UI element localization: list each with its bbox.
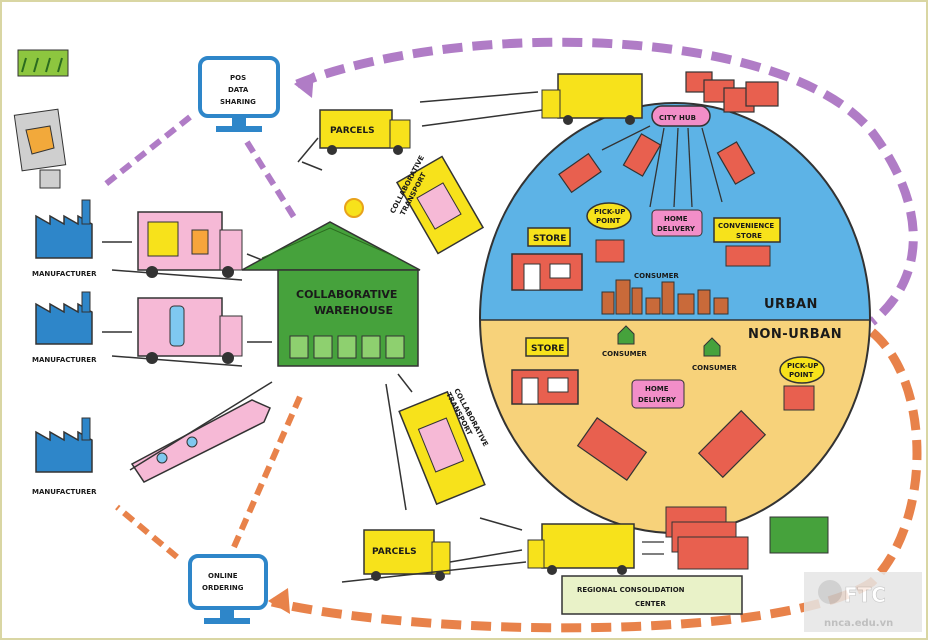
urban-label: URBAN [764,297,818,312]
urban-nonurban-globe [479,102,871,534]
urban-red-trucks [558,71,779,194]
svg-text:MANUFACTURER: MANUFACTURER [32,270,97,278]
pos-to-manufacturer-arrow [100,114,192,190]
svg-text:ONLINE: ONLINE [208,572,238,580]
inbound-truck-1 [137,211,243,278]
train-icon [130,399,271,483]
svg-text:COLLABORATIVE: COLLABORATIVE [296,288,397,301]
svg-text:REGIONAL CONSOLIDATION: REGIONAL CONSOLIDATION [577,586,685,594]
svg-text:HOME: HOME [664,215,688,223]
svg-text:STORE: STORE [531,344,564,354]
svg-text:WAREHOUSE: WAREHOUSE [314,304,393,317]
svg-text:ORDERING: ORDERING [202,584,244,592]
rural-store: STORE [511,337,579,405]
orange-arrowhead [268,588,290,614]
city-buildings [601,279,729,315]
svg-text:PARCELS: PARCELS [372,547,417,557]
parcels-truck-bottom: PARCELS [363,529,451,581]
raw-material-truck [13,108,67,189]
ftc-logo: FTC [844,583,886,607]
urban-pickup-point: PICK-UP POINT [586,202,632,263]
svg-text:MANUFACTURER: MANUFACTURER [32,356,97,364]
regional-trucks [527,506,829,575]
rural-home-delivery: HOME DELIVERY [631,379,685,409]
svg-text:PARCELS: PARCELS [330,126,375,136]
svg-text:POINT: POINT [789,371,814,379]
farm-field-icon [17,49,69,77]
online-ordering-monitor: ONLINE ORDERING [188,554,268,624]
collaborative-warehouse: COLLABORATIVE WAREHOUSE [241,221,421,367]
collab-transport-truck-top [395,155,485,255]
svg-text:SHARING: SHARING [220,98,256,106]
svg-text:POINT: POINT [596,217,621,225]
svg-text:STORE: STORE [533,234,566,244]
online-to-warehouse-arrow [231,390,305,549]
ftc-watermark: FTC nnca.edu.vn [804,572,922,632]
urban-home-delivery: HOME DELIVERY [651,209,703,237]
svg-text:PICK-UP: PICK-UP [594,208,625,216]
purple-dashed-loop [295,37,918,326]
svg-text:STORE: STORE [736,232,762,240]
svg-text:CONSUMER: CONSUMER [602,350,647,358]
non-urban-label: NON-URBAN [748,327,842,342]
svg-text:DATA: DATA [228,86,249,94]
svg-text:POS: POS [230,74,246,82]
sun-icon [344,198,364,218]
pos-data-sharing-monitor: POS DATA SHARING [198,56,280,132]
factory-2-icon: MANUFACTURER [32,291,97,364]
parcels-truck-top: PARCELS [319,109,411,155]
svg-text:CITY HUB: CITY HUB [659,114,696,122]
svg-text:DELIVERY: DELIVERY [657,225,696,233]
urban-store: STORE [511,227,583,291]
rural-consumer-1: CONSUMER [602,325,647,358]
flow-arrows [297,91,543,583]
factory-1-icon: MANUFACTURER [32,199,97,278]
svg-text:MANUFACTURER: MANUFACTURER [32,488,97,496]
purple-arrowhead [294,72,314,98]
city-hub-truck [541,73,643,125]
urban-consumer-label: CONSUMER [634,272,679,280]
watermark-url: nnca.edu.vn [824,618,893,629]
pos-to-warehouse-arrow [244,140,300,224]
rural-pickup-point: PICK-UP POINT [779,356,825,411]
svg-text:CONVENIENCE: CONVENIENCE [718,222,774,230]
rural-consumer-2: CONSUMER [692,337,737,372]
city-hub-badge: CITY HUB [651,105,711,127]
svg-text:CONSUMER: CONSUMER [692,364,737,372]
hub-distribution-arrows [601,125,723,208]
factory-3-icon: MANUFACTURER [32,417,97,496]
regional-consolidation-center-sign: REGIONAL CONSOLIDATION CENTER [561,575,743,615]
online-to-manufacturer-arrow [115,504,179,560]
svg-text:DELIVERY: DELIVERY [638,396,677,404]
convenience-store: CONVENIENCE STORE [713,217,781,267]
svg-text:CENTER: CENTER [635,600,666,608]
svg-text:PICK-UP: PICK-UP [787,362,818,370]
svg-text:HOME: HOME [645,385,669,393]
inbound-truck-2 [137,297,243,364]
rural-red-trucks [576,409,767,481]
collab-transport-truck-bottom [398,390,486,506]
